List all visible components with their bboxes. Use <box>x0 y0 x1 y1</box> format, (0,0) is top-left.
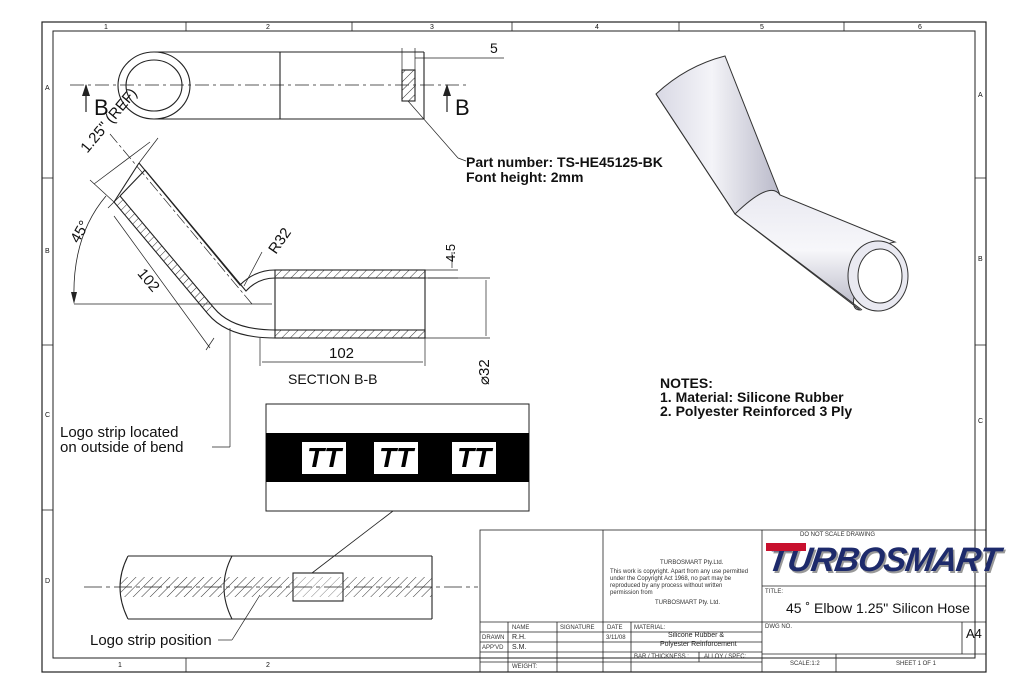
zone-col-2-bottom: 2 <box>266 662 270 669</box>
logo-note-line2: on outside of bend <box>60 439 184 456</box>
company-short-2: TURBOSMART Pty. Ltd. <box>655 600 721 606</box>
col-date: DATE <box>607 625 623 631</box>
apprd-name: S.M. <box>512 644 527 651</box>
zone-col-2: 2 <box>266 24 270 31</box>
title-label: TITLE: <box>765 589 784 595</box>
notes-line1: 1. Material: Silicone Rubber <box>660 389 844 405</box>
company-short: TURBOSMART Pty.Ltd. <box>660 560 724 566</box>
section-title: SECTION B-B <box>288 371 378 387</box>
dwg-no-label: DWG NO. <box>765 624 792 630</box>
zone-ticks <box>42 22 986 672</box>
title-block <box>479 529 987 673</box>
zone-col-1: 1 <box>104 24 108 31</box>
zone-col-1-bottom: 1 <box>118 662 122 669</box>
logo-strip-box <box>265 403 530 574</box>
section-mark-left: B <box>94 95 109 120</box>
row-apprd: APP'VD <box>482 645 504 651</box>
copyright-4: permission from <box>610 590 653 596</box>
material-value-1: Silicone Rubber & <box>668 632 725 639</box>
row-drawn: DRAWN <box>482 635 505 641</box>
bottom-view <box>84 555 478 641</box>
copyright-3: reproduced by any process without writte… <box>610 583 723 589</box>
do-not-scale: DO NOT SCALE DRAWING <box>800 532 876 538</box>
inner-border <box>52 30 976 659</box>
alloy-spec: ALLOY / SPEC: <box>704 654 747 660</box>
zone-row-a: A <box>45 85 50 92</box>
notes-title: NOTES: <box>660 375 713 391</box>
zone-col-6: 6 <box>918 24 922 31</box>
drawing-title: 45 ˚ Elbow 1.25" Silicon Hose <box>786 600 970 616</box>
logo-note-line1: Logo strip located <box>60 424 179 441</box>
section-mark-right: B <box>455 95 470 120</box>
logo-glyph-3: TT <box>449 440 499 476</box>
drawn-name: R.H. <box>512 634 526 641</box>
iso-render <box>655 55 909 312</box>
date-value: 3/11/08 <box>606 635 626 641</box>
notes-line2: 2. Polyester Reinforced 3 Ply <box>660 403 853 419</box>
logo-red-bar <box>766 543 806 551</box>
dim-5: 5 <box>490 40 498 56</box>
zone-row-d: D <box>45 578 51 585</box>
zone-col-3: 3 <box>430 24 434 31</box>
sheet-number: SHEET 1 OF 1 <box>896 661 936 667</box>
copyright-1: This work is copyright. Apart from any u… <box>610 569 749 575</box>
section-view <box>71 133 490 448</box>
dim-wall: 4.5 <box>443 243 458 262</box>
top-view <box>70 48 504 162</box>
col-name: NAME <box>512 625 530 631</box>
dim-len-straight: 102 <box>329 345 355 362</box>
col-signature: SIGNATURE <box>560 625 595 631</box>
material-label: MATERIAL: <box>634 625 666 631</box>
copyright-2: under the Copyright Act 1968, no part ma… <box>610 576 732 582</box>
zone-row-a-right: A <box>978 92 983 99</box>
zone-row-c: C <box>45 412 51 419</box>
zone-row-b-right: B <box>978 256 983 263</box>
bar-thickness: BAR / THICKNESS : <box>634 654 689 660</box>
scale: SCALE:1:2 <box>790 661 820 667</box>
font-height-note: Font height: 2mm <box>466 169 584 185</box>
logo-glyph-2: TT <box>371 440 421 476</box>
zone-col-4: 4 <box>595 24 599 31</box>
weight-label: WEIGHT: <box>512 664 537 670</box>
dim-diameter: ⌀32 <box>476 359 493 385</box>
zone-col-5: 5 <box>760 24 764 31</box>
material-value-2: Polyester Reinforcement <box>660 641 737 648</box>
logo-position-note: Logo strip position <box>90 632 212 649</box>
part-number-note: Part number: TS-HE45125-BK <box>466 154 663 170</box>
logo-glyph-1: TT <box>299 440 349 476</box>
zone-row-b: B <box>45 248 50 255</box>
sheet-size: A4 <box>966 626 982 641</box>
zone-row-c-right: C <box>978 418 984 425</box>
